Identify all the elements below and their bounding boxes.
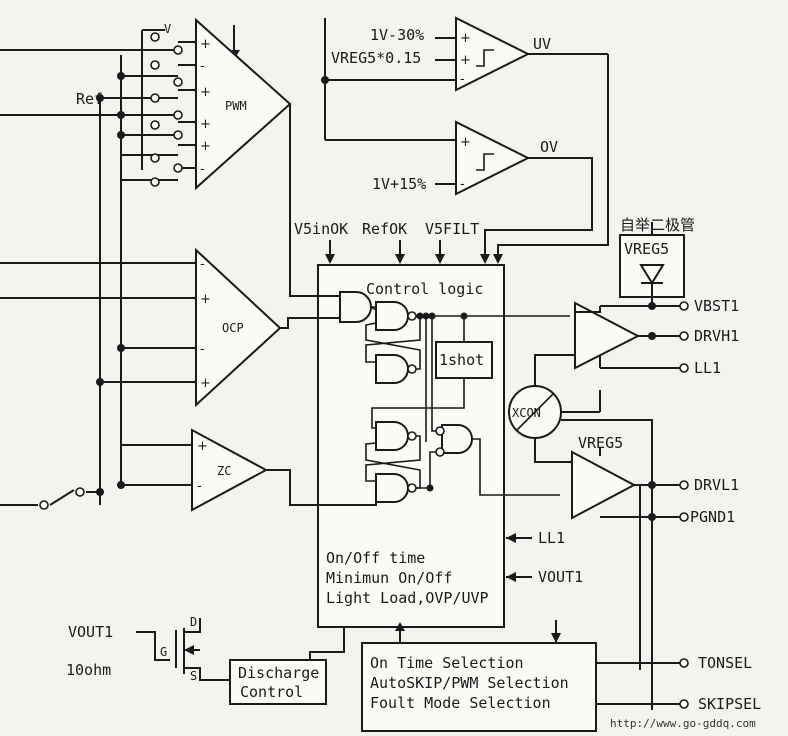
timing-line2: Minimun On/Off: [326, 569, 452, 587]
ll1-vout1-inputs: [506, 533, 532, 582]
selection-line3: Foult Mode Selection: [370, 694, 551, 712]
svg-text:-: -: [460, 72, 465, 87]
selection-block: [361, 620, 689, 732]
v5filt-label: V5FILT: [425, 220, 479, 238]
ov-ref-label: 1V+15%: [372, 175, 426, 193]
refok-label: RefOK: [362, 220, 407, 238]
drvl1-label: DRVL1: [694, 476, 739, 494]
low-side-driver: [571, 448, 689, 710]
ov-comparator: + -: [455, 120, 531, 196]
ref-label: Ref: [76, 90, 103, 108]
ocp-label: OCP: [222, 321, 244, 335]
svg-text:-: -: [200, 162, 205, 177]
ten-ohm-label: 10ohm: [66, 661, 111, 679]
svg-text:+: +: [200, 292, 211, 307]
one-shot-label: 1shot: [439, 351, 484, 369]
svg-text:+: +: [200, 376, 211, 391]
vreg5-diode-label: VREG5: [624, 240, 669, 258]
pwm-comparator: + - + + + -: [195, 17, 292, 191]
ll1-input-label: LL1: [538, 529, 565, 547]
selection-line1: On Time Selection: [370, 654, 524, 672]
high-side-driver: [574, 222, 689, 373]
svg-text:+: +: [460, 31, 471, 46]
xcon-label: XCON: [512, 406, 541, 420]
discharge-line2: Control: [240, 683, 303, 701]
timing-line1: On/Off time: [326, 549, 425, 567]
watermark: http://www.go-gddq.com: [610, 717, 756, 730]
uv-ref2-label: VREG5*0.15: [331, 49, 421, 67]
logic-gates: [339, 291, 570, 503]
svg-text:-: -: [197, 479, 202, 494]
vreg5-low-label: VREG5: [578, 434, 623, 452]
pin-g-label: G: [160, 645, 167, 659]
discharge-section: [136, 618, 345, 705]
selection-line2: AutoSKIP/PWM Selection: [370, 674, 569, 692]
svg-text:+: +: [200, 85, 211, 100]
ll1-output-label: LL1: [694, 359, 721, 377]
uv-label: UV: [533, 35, 551, 53]
pgnd1-label: PGND1: [690, 508, 735, 526]
control-logic-label: Control logic: [366, 280, 483, 298]
ocp-comparator: - + - +: [195, 247, 282, 408]
tonsel-label: TONSEL: [698, 654, 752, 672]
vbst1-label: VBST1: [694, 297, 739, 315]
v5inok-label: V5inOK: [294, 220, 348, 238]
svg-text:+: +: [460, 135, 471, 150]
uv-ov-wiring: [321, 18, 609, 262]
svg-text:-: -: [200, 257, 205, 272]
svg-text:+: +: [200, 139, 211, 154]
left-input-wiring: [0, 25, 240, 510]
svg-text:-: -: [200, 59, 205, 74]
uv-comparator: + + -: [455, 16, 531, 92]
uv-ref1-label: 1V-30%: [370, 26, 424, 44]
control-inputs: [325, 240, 503, 264]
svg-text:-: -: [460, 177, 465, 192]
svg-text:+: +: [200, 37, 211, 52]
pin-d-label: D: [190, 615, 197, 629]
control-logic-block: [317, 264, 505, 628]
svg-text:-: -: [200, 342, 205, 357]
pwm-label: PWM: [225, 99, 247, 113]
svg-text:+: +: [200, 117, 211, 132]
drvh1-label: DRVH1: [694, 327, 739, 345]
v-label: V: [164, 22, 171, 36]
comparator-to-logic-wiring: [266, 104, 377, 506]
discharge-line1: Discharge: [238, 664, 319, 682]
svg-text:+: +: [197, 439, 208, 454]
vout1-input-label: VOUT1: [538, 568, 583, 586]
zc-label: ZC: [217, 464, 231, 478]
svg-text:+: +: [460, 53, 471, 68]
bootstrap-diode-label: 自举二极管: [620, 216, 695, 234]
skipsel-label: SKIPSEL: [698, 695, 761, 713]
pin-s-label: S: [190, 669, 197, 683]
ov-label: OV: [540, 138, 558, 156]
timing-line3: Light Load,OVP/UVP: [326, 589, 489, 607]
zc-comparator: + -: [191, 428, 269, 512]
vout1-left-label: VOUT1: [68, 623, 113, 641]
